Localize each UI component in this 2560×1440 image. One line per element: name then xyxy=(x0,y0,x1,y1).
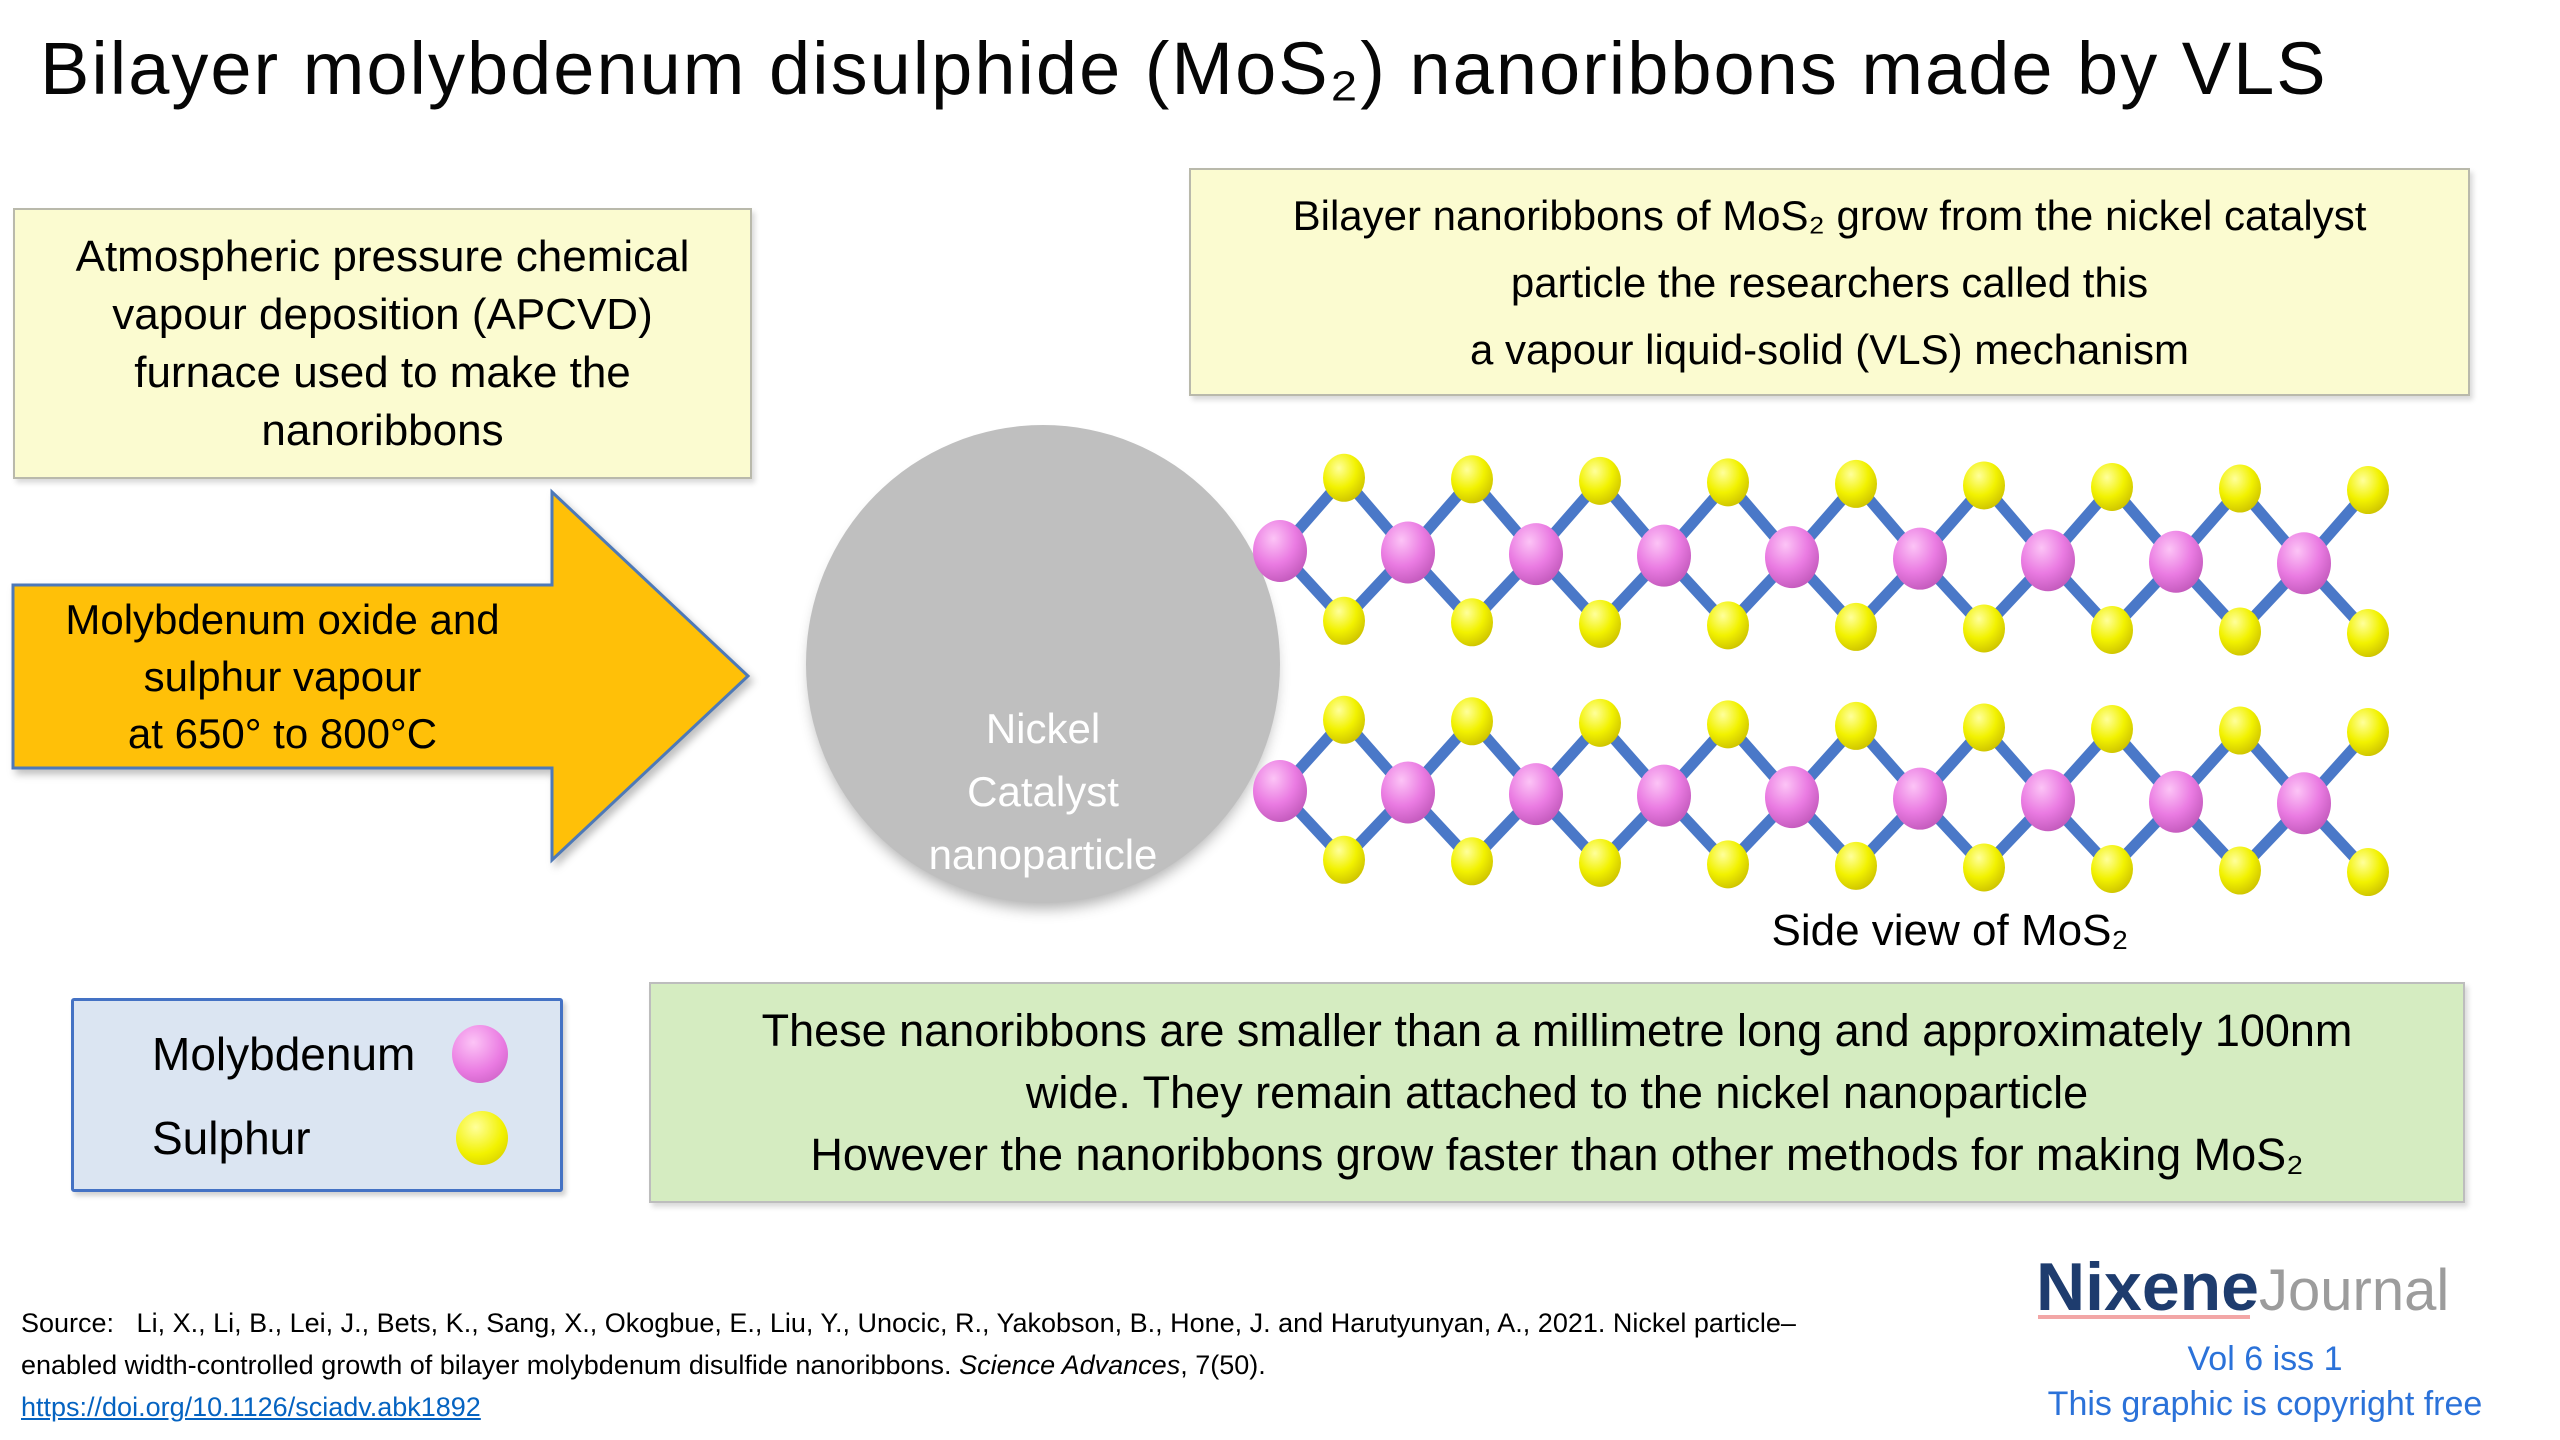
nickel-catalyst-circle: Nickel Catalyst nanoparticle xyxy=(806,425,1280,903)
page-title: Bilayer molybdenum disulphide (MoS₂) nan… xyxy=(40,27,2328,110)
nickel-catalyst-label: Nickel Catalyst nanoparticle xyxy=(928,705,1158,878)
journal-name-italic: Science Advances xyxy=(959,1350,1181,1380)
legend-row-molybdenum: Molybdenum xyxy=(74,1025,560,1083)
legend-row-sulphur: Sulphur xyxy=(74,1111,560,1165)
volume-issue-label: Vol 6 iss 1 xyxy=(2187,1340,2343,1378)
copyright-notice: This graphic is copyright free xyxy=(2047,1385,2483,1423)
apcvd-note-box: Atmospheric pressure chemical vapour dep… xyxy=(13,208,752,479)
mos2-ribbon-2 xyxy=(1253,695,2389,897)
brand-underline-decoration xyxy=(2038,1315,2250,1319)
mos2-lattice-diagram xyxy=(1253,453,2389,897)
vls-note-box: Bilayer nanoribbons of MoS₂ grow from th… xyxy=(1189,168,2470,396)
result-note-box: These nanoribbons are smaller than a mil… xyxy=(649,982,2465,1203)
vls-note-text: Bilayer nanoribbons of MoS₂ grow from th… xyxy=(1292,191,2367,373)
result-note-text: These nanoribbons are smaller than a mil… xyxy=(761,1004,2353,1180)
process-arrow-label: Molybdenum oxide and sulphur vapour at 6… xyxy=(65,596,500,757)
source-line-1: Source: Li, X., Li, B., Lei, J., Bets, K… xyxy=(21,1308,1796,1338)
process-arrow-shape xyxy=(11,488,751,864)
process-arrow-icon xyxy=(11,488,751,864)
source-line-3: https://doi.org/10.1126/sciadv.abk1892 xyxy=(21,1386,2021,1428)
molybdenum-sphere-icon xyxy=(452,1025,508,1083)
source-citation: Source: Li, X., Li, B., Lei, J., Bets, K… xyxy=(21,1302,2021,1428)
apcvd-note-text: Atmospheric pressure chemical vapour dep… xyxy=(75,231,690,455)
mos2-ribbon-1 xyxy=(1253,453,2389,658)
brand-name-journal: Journal xyxy=(2259,1258,2450,1323)
doi-link[interactable]: https://doi.org/10.1126/sciadv.abk1892 xyxy=(21,1392,481,1422)
brand-name-nixene: Nixene xyxy=(2036,1249,2259,1325)
side-view-label: Side view of MoS₂ xyxy=(1771,906,2129,955)
source-line-2: enabled width-controlled growth of bilay… xyxy=(21,1350,1266,1380)
sulphur-sphere-icon xyxy=(456,1111,508,1165)
brand-logo: NixeneJournal xyxy=(2036,1248,2476,1338)
legend-label-molybdenum: Molybdenum xyxy=(152,1028,416,1080)
legend-box: Molybdenum Sulphur xyxy=(71,998,563,1192)
legend-label-sulphur: Sulphur xyxy=(152,1112,311,1164)
